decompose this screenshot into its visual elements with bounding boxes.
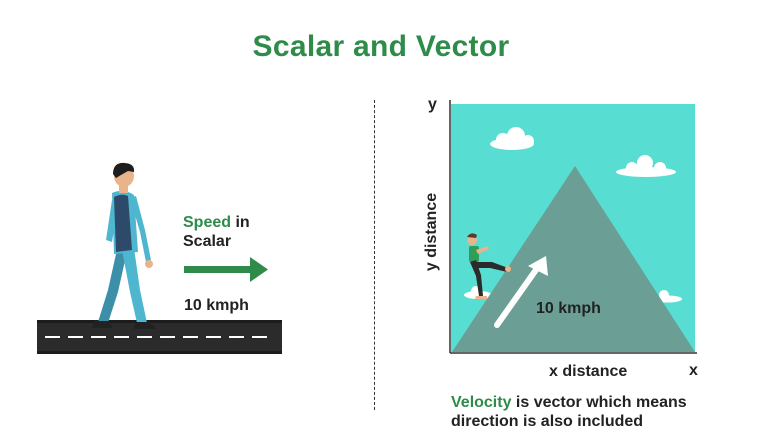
panel-divider	[374, 100, 375, 410]
velocity-arrow-icon	[494, 256, 548, 328]
speed-caption: Speed in Scalar	[183, 213, 250, 251]
page-title: Scalar and Vector	[252, 30, 510, 63]
axes	[449, 100, 697, 354]
caption-line1-rest: is vector which means	[511, 394, 687, 411]
y-axis-title: y distance	[423, 192, 440, 272]
speed-word: Speed	[183, 214, 232, 231]
x-axis-letter: x	[689, 362, 698, 379]
climber-figure	[467, 233, 511, 299]
scalar-word: Scalar	[183, 233, 232, 250]
road	[37, 320, 282, 354]
velocity-word: Velocity	[451, 394, 512, 411]
velocity-value: 10 kmph	[536, 300, 601, 317]
speed-value: 10 kmph	[184, 297, 249, 314]
y-axis-letter: y	[428, 96, 437, 113]
in-word: in	[231, 214, 250, 231]
caption-line2: direction is also included	[451, 413, 644, 430]
velocity-caption: Velocity is vector which means direction…	[451, 393, 687, 431]
walking-man-figure	[92, 162, 156, 329]
speed-arrow-icon	[184, 257, 268, 282]
x-axis-title: x distance	[549, 363, 628, 380]
